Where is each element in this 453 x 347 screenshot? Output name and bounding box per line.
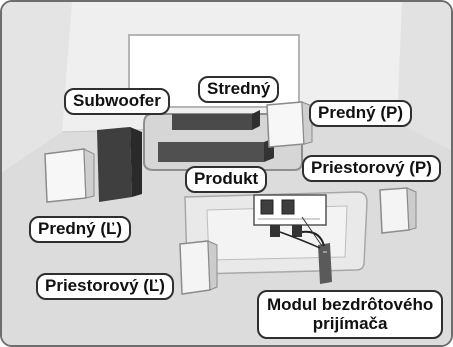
connector-left [270,225,280,237]
label-priestorovy-l: Priestorový (Ľ) [36,273,174,300]
center-speaker [172,114,252,130]
module-cable [301,230,325,247]
label-modul: Modul bezdrôtového prijímača [257,290,444,340]
label-priestorovy-p: Priestorový (P) [302,155,441,182]
front-right-speaker [266,101,305,148]
label-predny-p: Predný (P) [309,100,413,127]
connector-right [292,225,302,237]
left-wall [2,2,72,172]
label-stredny: Stredný [198,76,280,103]
wireless-module [318,243,332,284]
front-left-speaker [44,148,87,203]
label-produkt: Produkt [185,166,268,193]
surround-left-speaker [179,240,211,295]
surround-right-speaker [379,187,410,234]
label-predny-l: Predný (Ľ) [29,216,132,243]
label-subwoofer: Subwoofer [64,88,170,115]
subwoofer-speaker [97,127,132,202]
product-unit [158,142,264,162]
